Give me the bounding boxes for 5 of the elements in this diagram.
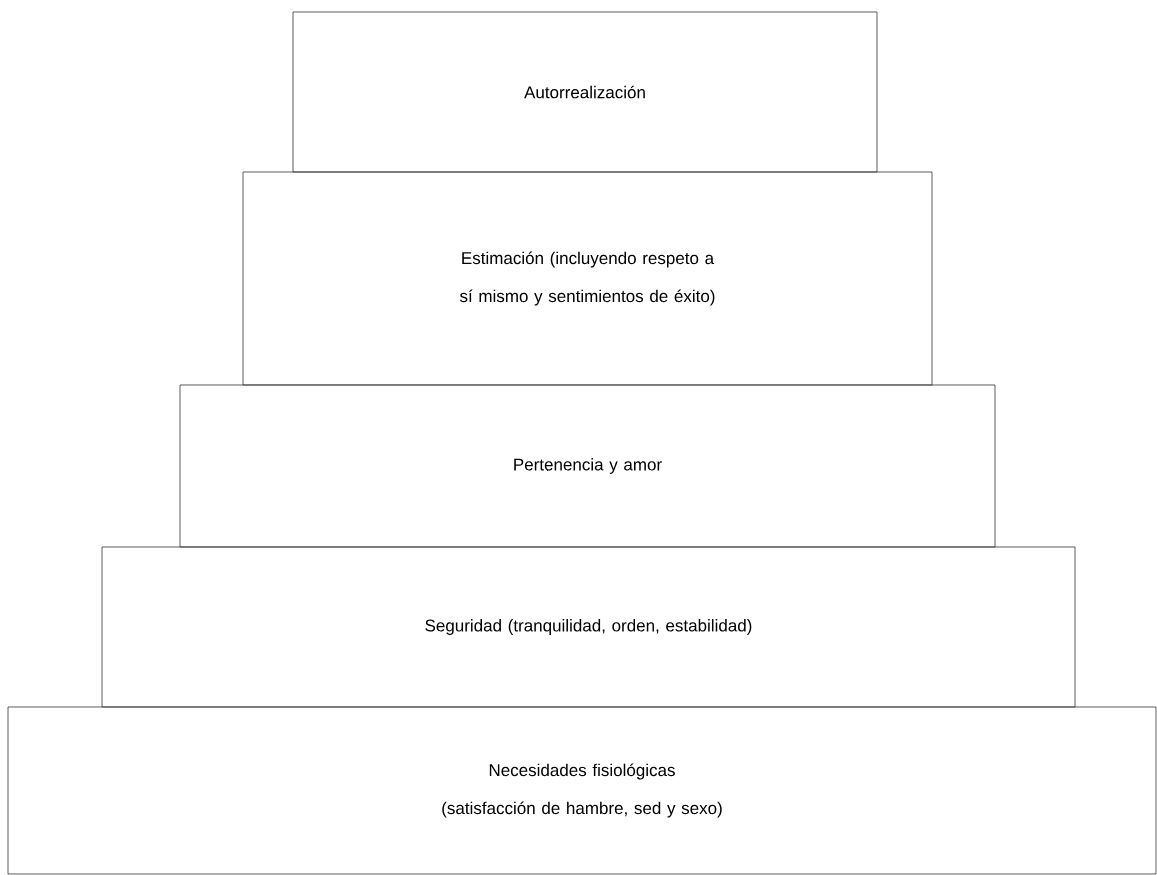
level-box: Seguridad (tranquilidad, orden, estabilidad) xyxy=(101,546,1076,708)
level-box: Pertenencia y amor xyxy=(179,384,996,548)
level-box: Necesidades fisiológicas (satisfacción de hambre, sed y sexo) xyxy=(7,706,1157,875)
level-box: Autorrealización xyxy=(292,11,878,173)
level-box: Estimación (incluyendo respeto a sí mismo y sentimientos de éxito) xyxy=(242,171,933,386)
